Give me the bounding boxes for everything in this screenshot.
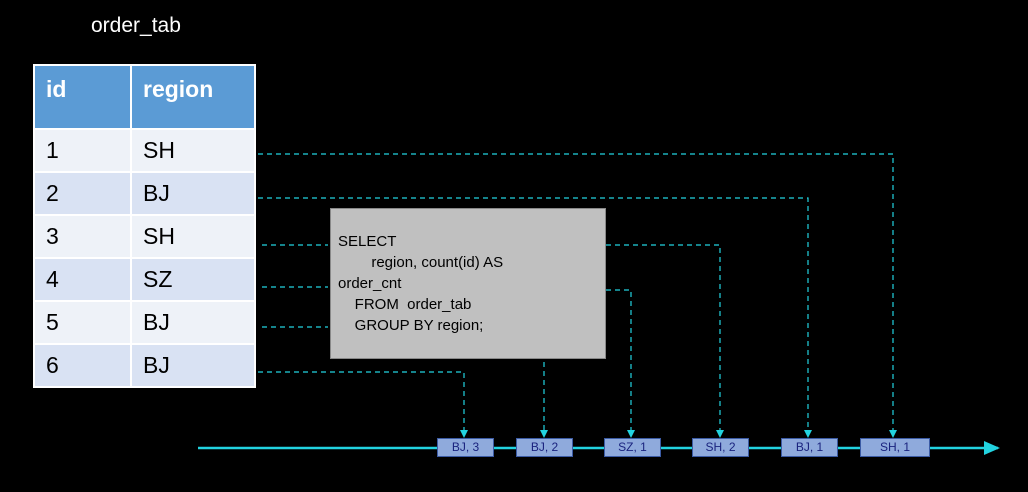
cell-id: 2 (33, 171, 132, 216)
cell-region: SH (130, 214, 256, 259)
cell-id: 4 (33, 257, 132, 302)
cell-id: 6 (33, 343, 132, 388)
cell-region: BJ (130, 171, 256, 216)
order-table: id region 1 SH 2 BJ 3 SH 4 SZ 5 BJ 6 BJ (33, 64, 256, 388)
sql-query-box: SELECT region, count(id) AS order_cnt FR… (330, 208, 606, 359)
cell-region: BJ (130, 343, 256, 388)
cell-id: 3 (33, 214, 132, 259)
output-record-chip: BJ, 1 (781, 438, 838, 457)
table-row: 3 SH (33, 214, 256, 259)
cell-id: 1 (33, 128, 132, 173)
table-row: 4 SZ (33, 257, 256, 302)
sql-output-connector-1 (606, 244, 724, 438)
row-2-connector (258, 197, 812, 438)
row-6-connector (258, 371, 468, 438)
table-row: 2 BJ (33, 171, 256, 216)
table-row: 1 SH (33, 128, 256, 173)
output-record-chip: SH, 2 (692, 438, 749, 457)
cell-region: BJ (130, 300, 256, 345)
table-title: order_tab (91, 14, 181, 37)
cell-region: SH (130, 128, 256, 173)
sql-output-connector-2 (606, 289, 635, 438)
table-row: 6 BJ (33, 343, 256, 388)
table-header-row: id region (33, 64, 256, 130)
column-header-region: region (130, 64, 256, 130)
output-record-chip: BJ, 3 (437, 438, 494, 457)
cell-region: SZ (130, 257, 256, 302)
output-record-chip: SZ, 1 (604, 438, 661, 457)
output-record-chip: SH, 1 (860, 438, 930, 457)
cell-id: 5 (33, 300, 132, 345)
table-row: 5 BJ (33, 300, 256, 345)
output-record-chip: BJ, 2 (516, 438, 573, 457)
sql-query-text: SELECT region, count(id) AS order_cnt FR… (338, 233, 504, 334)
column-header-id: id (33, 64, 132, 130)
row-1-connector (258, 153, 897, 438)
